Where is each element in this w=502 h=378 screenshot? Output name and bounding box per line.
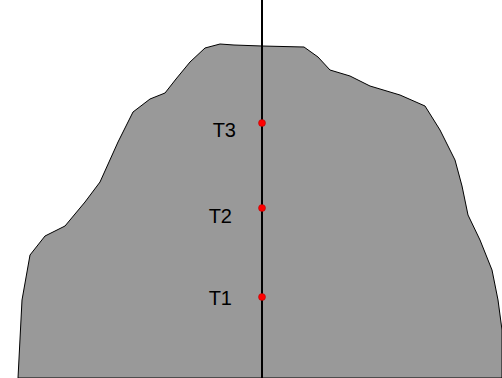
rock-outline <box>18 44 502 378</box>
sensor-dot <box>259 294 266 301</box>
vertical-axis <box>261 0 263 378</box>
sensor-dot <box>259 205 266 212</box>
sensor-dot <box>259 120 266 127</box>
point-label: T2 <box>209 206 232 226</box>
point-label: T1 <box>209 288 232 308</box>
point-label: T3 <box>213 120 236 140</box>
